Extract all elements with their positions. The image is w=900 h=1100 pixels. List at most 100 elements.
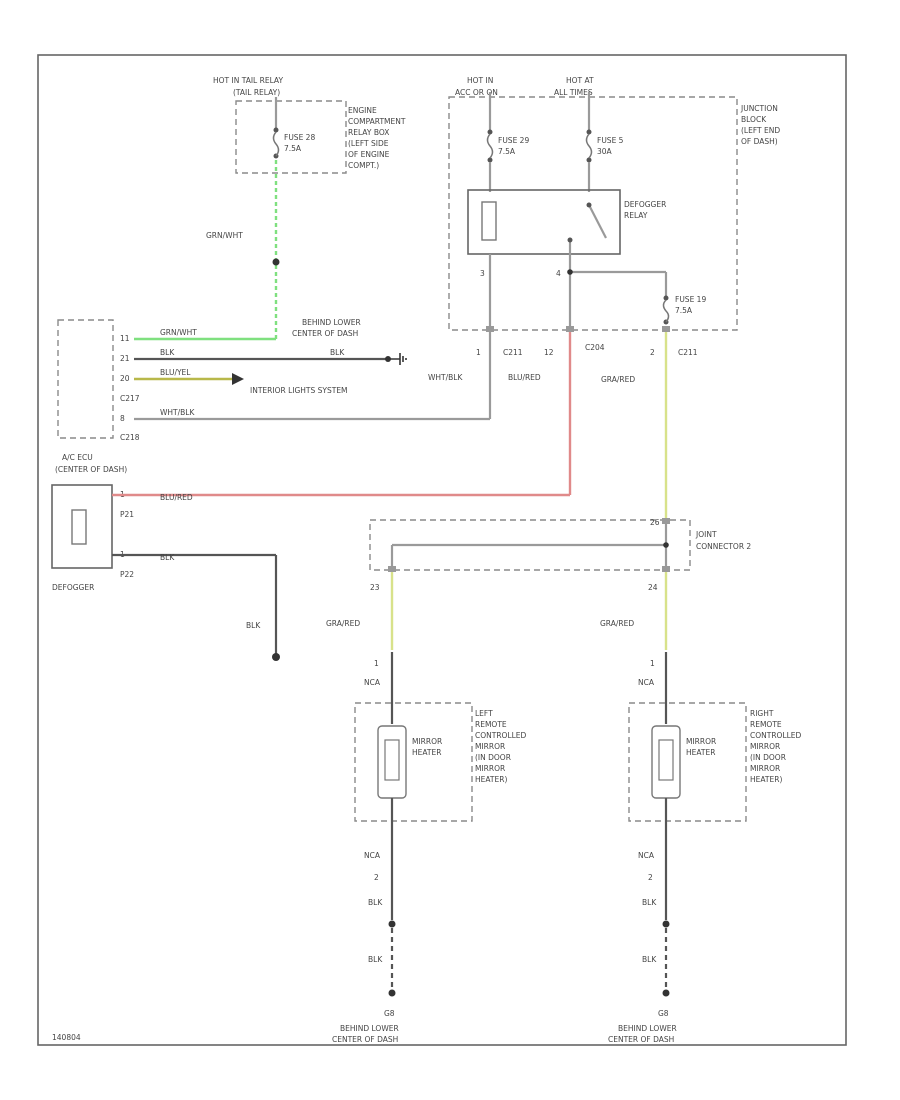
wire-blk-label-b: BLK — [330, 348, 345, 357]
left-mirror-box — [354, 702, 473, 822]
c211a-label: C211 — [503, 348, 523, 357]
jc-pin24 — [662, 566, 670, 572]
c211-pin2 — [662, 326, 670, 332]
c211b-pin-2: 2 — [650, 348, 655, 357]
gnd-r-label-1: CENTER OF DASH — [608, 1035, 674, 1044]
hot-at-sublabel: ALL TIMES — [554, 88, 593, 97]
jc-pin23 — [388, 566, 396, 572]
ground-dot-left — [388, 989, 396, 997]
gnd-l: G8 — [384, 1009, 395, 1018]
hot-tail-sublabel: (TAIL RELAY) — [233, 88, 280, 97]
jc-splice — [663, 542, 669, 548]
left-label-2: CONTROLLED — [475, 731, 527, 740]
c211a-pin-1: 1 — [476, 348, 481, 357]
right-mirror-box — [628, 702, 747, 822]
relay-contact-b — [567, 237, 573, 243]
erb-label-2: RELAY BOX — [348, 128, 389, 137]
erb-label-1: COMPARTMENT — [348, 117, 406, 126]
splice-relay — [567, 269, 573, 275]
arrow-interior — [232, 373, 244, 385]
blk-ground-label: BLK — [246, 621, 261, 630]
c204-label: C204 — [585, 343, 605, 352]
wire-gra-red-right-label: GRA/RED — [600, 619, 634, 628]
c211b-label: C211 — [678, 348, 698, 357]
blk-l1: BLK — [368, 898, 383, 907]
gnd-r-label-0: BEHIND LOWER — [618, 1024, 677, 1033]
right-heater-element — [658, 739, 674, 781]
ground-dot-right — [662, 989, 670, 997]
relay-contact — [586, 202, 592, 208]
engine-relay-box — [235, 100, 347, 174]
jc-pin26 — [662, 518, 670, 524]
right-label-2: CONTROLLED — [750, 731, 802, 740]
erb-label-5: COMPT.) — [348, 161, 379, 170]
p22-label: P22 — [120, 570, 134, 579]
relay-coil — [481, 201, 497, 241]
right-label-6: HEATER) — [750, 775, 782, 784]
blk-r2: BLK — [642, 955, 657, 964]
nca-r2: NCA — [638, 851, 655, 860]
relay-label-0: DEFOGGER — [624, 200, 666, 209]
right-label-3: MIRROR — [750, 742, 780, 751]
splice-grn — [272, 258, 280, 266]
gnd-r: G8 — [658, 1009, 669, 1018]
gnd-l-label-1: CENTER OF DASH — [332, 1035, 398, 1044]
c217-pin-11: 11 — [120, 334, 130, 343]
fuse-29-label: FUSE 29 — [498, 136, 529, 145]
right-mh-label-1: HEATER — [686, 748, 715, 757]
pin-r1: 1 — [650, 659, 655, 668]
erb-label-3: (LEFT SIDE — [348, 139, 389, 148]
hot-in-label: HOT IN — [467, 76, 493, 85]
fuse-19 — [662, 295, 670, 325]
fuse-28 — [272, 127, 280, 159]
hot-at-label: HOT AT — [566, 76, 594, 85]
relay-label-1: RELAY — [624, 211, 648, 220]
defogger-element — [71, 509, 87, 545]
joint-label-0: JOINT — [695, 530, 717, 539]
joint-connector-2 — [369, 519, 691, 571]
right-mirror-heater — [651, 725, 681, 799]
fuse-5 — [585, 129, 593, 163]
pin-l2: 2 — [374, 873, 379, 882]
joint-label-1: CONNECTOR 2 — [696, 542, 751, 551]
fuse-19-label: FUSE 19 — [675, 295, 706, 304]
wire-wht-blk-label: WHT/BLK — [428, 373, 463, 382]
defogger-box — [51, 484, 113, 569]
wire-grn-label: GRN/WHT — [206, 231, 243, 240]
jb-label-1: BLOCK — [741, 115, 767, 124]
c217-pin-21: 21 — [120, 354, 130, 363]
pin-24: 24 — [648, 583, 658, 592]
wire-wht-label: WHT/BLK — [160, 408, 195, 417]
g-label-1: CENTER OF DASH — [292, 329, 358, 338]
right-mh-label-0: MIRROR — [686, 737, 716, 746]
diagram-frame — [37, 54, 847, 1046]
ground-symbol — [388, 353, 407, 365]
ac-label-0: A/C ECU — [62, 453, 93, 462]
fuse-19-rating: 7.5A — [675, 306, 693, 315]
relay-switch-arm — [588, 204, 607, 239]
jb-label-2: (LEFT END — [741, 126, 780, 135]
jb-label-0: JUNCTION — [740, 104, 778, 113]
splice-right — [662, 920, 670, 928]
c218-label: C218 — [120, 433, 140, 442]
nca-r1: NCA — [638, 678, 655, 687]
wire-gra-red-label: GRA/RED — [601, 375, 635, 384]
left-mirror-heater — [377, 725, 407, 799]
ground-dot-defogger — [272, 653, 280, 661]
left-heater-element — [384, 739, 400, 781]
wire-gra-red-left-label: GRA/RED — [326, 619, 360, 628]
interior-label: INTERIOR LIGHTS SYSTEM — [250, 386, 348, 395]
fuse-5-rating: 30A — [597, 147, 613, 156]
wire-blu-red2-label: BLU/RED — [160, 493, 193, 502]
left-label-5: MIRROR — [475, 764, 505, 773]
wire-blk2-label: BLK — [160, 553, 175, 562]
c204-pin12 — [566, 326, 574, 332]
wire-blu-red-label: BLU/RED — [508, 373, 541, 382]
pin-23: 23 — [370, 583, 380, 592]
c204-pin-12: 12 — [544, 348, 554, 357]
right-label-1: REMOTE — [750, 720, 782, 729]
splice-left — [388, 920, 396, 928]
pin-26: 26 — [650, 518, 660, 527]
left-label-4: (IN DOOR — [475, 753, 511, 762]
